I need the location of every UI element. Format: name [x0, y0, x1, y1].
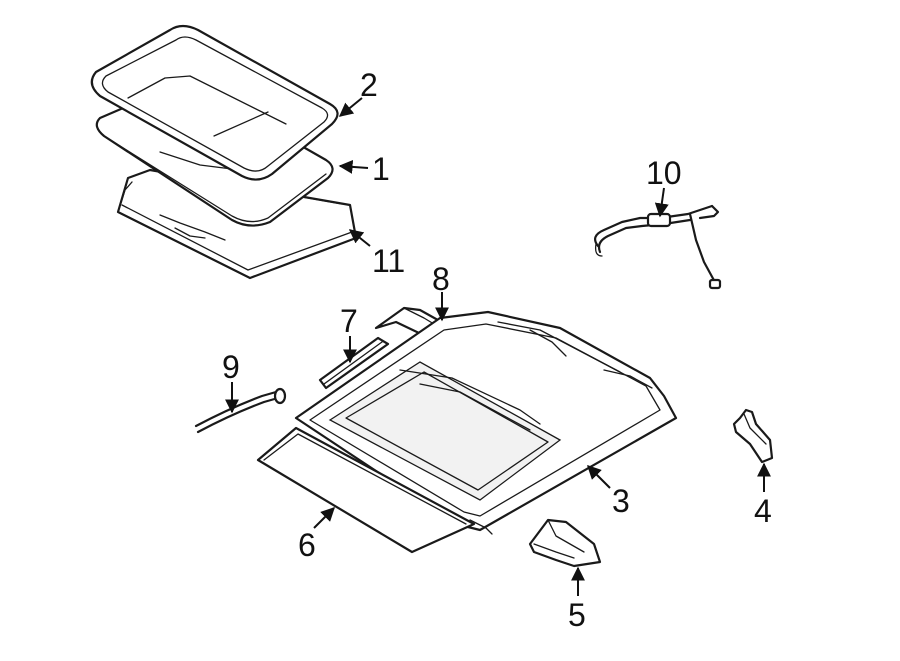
callout-10: 10 [646, 155, 682, 191]
callout-3: 3 [612, 483, 630, 519]
part-9-drain-tube [194, 387, 287, 434]
leader-6 [313, 507, 335, 529]
callout-7: 7 [340, 303, 358, 339]
callout-1: 1 [372, 151, 390, 187]
callout-4: 4 [754, 493, 772, 529]
callout-11: 11 [372, 243, 405, 279]
leader-11 [348, 229, 371, 247]
part-2-glass-seal [90, 24, 339, 181]
part-4-bracket [732, 408, 774, 464]
callout-5: 5 [568, 597, 586, 633]
leader-2 [338, 97, 363, 117]
callout-2: 2 [360, 67, 378, 103]
part-6-trim-panel [256, 426, 476, 554]
leader-lines [225, 97, 771, 596]
callout-labels: 2 1 11 10 8 7 9 3 4 6 5 [222, 67, 772, 633]
part-5-motor [528, 518, 602, 568]
part-3-frame-housing [294, 310, 678, 535]
leader-3 [587, 465, 611, 489]
part-10-drain-hose [594, 204, 722, 290]
callout-9: 9 [222, 349, 240, 385]
callout-6: 6 [298, 527, 316, 563]
leader-10 [654, 187, 669, 218]
leader-1 [338, 159, 369, 174]
callout-8: 8 [432, 261, 450, 297]
